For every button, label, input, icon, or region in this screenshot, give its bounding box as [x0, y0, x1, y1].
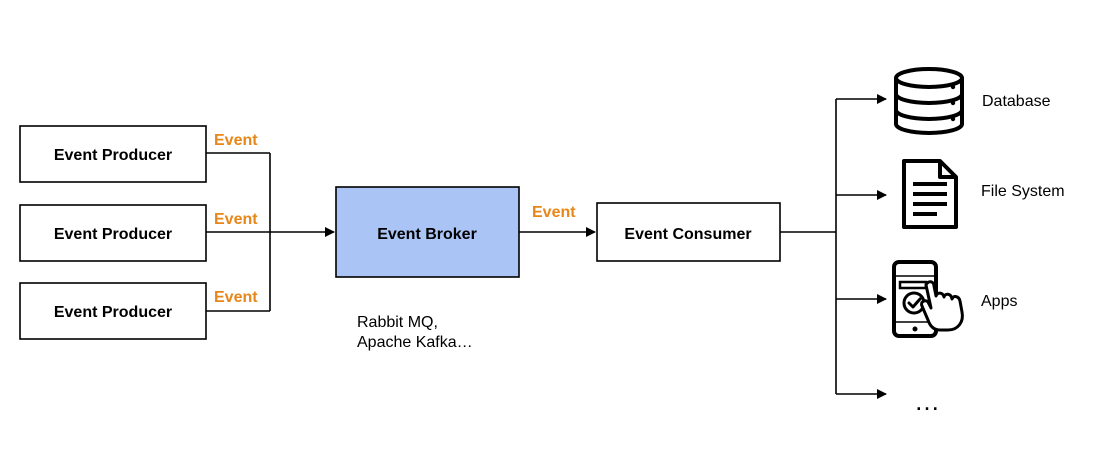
producer-label: Event Producer	[54, 147, 172, 164]
event-label-3: Event	[214, 289, 258, 306]
consumer-fanout	[780, 94, 887, 399]
output-label-apps: Apps	[981, 293, 1017, 310]
producer-node-1: Event Producer	[19, 125, 207, 183]
output-label-file-system: File System	[981, 183, 1065, 200]
producer-node-3: Event Producer	[19, 282, 207, 340]
event-label-broker: Event	[532, 204, 576, 221]
document-icon	[902, 159, 958, 229]
output-label-database: Database	[982, 93, 1051, 110]
consumer-label: Event Consumer	[624, 226, 751, 243]
mobile-app-icon	[892, 260, 964, 338]
broker-label: Event Broker	[377, 226, 477, 243]
producer-label: Event Producer	[54, 226, 172, 243]
consumer-node: Event Consumer	[596, 202, 781, 262]
event-label-2: Event	[214, 211, 258, 228]
producer-node-2: Event Producer	[19, 204, 207, 262]
broker-node: Event Broker	[335, 186, 520, 278]
producer-connectors	[206, 152, 335, 312]
broker-example-2: Apache Kafka…	[357, 334, 473, 351]
database-icon	[894, 67, 964, 135]
output-ellipsis: …	[914, 386, 940, 416]
event-label-1: Event	[214, 132, 258, 149]
producer-label: Event Producer	[54, 304, 172, 321]
broker-example-1: Rabbit MQ,	[357, 314, 438, 331]
